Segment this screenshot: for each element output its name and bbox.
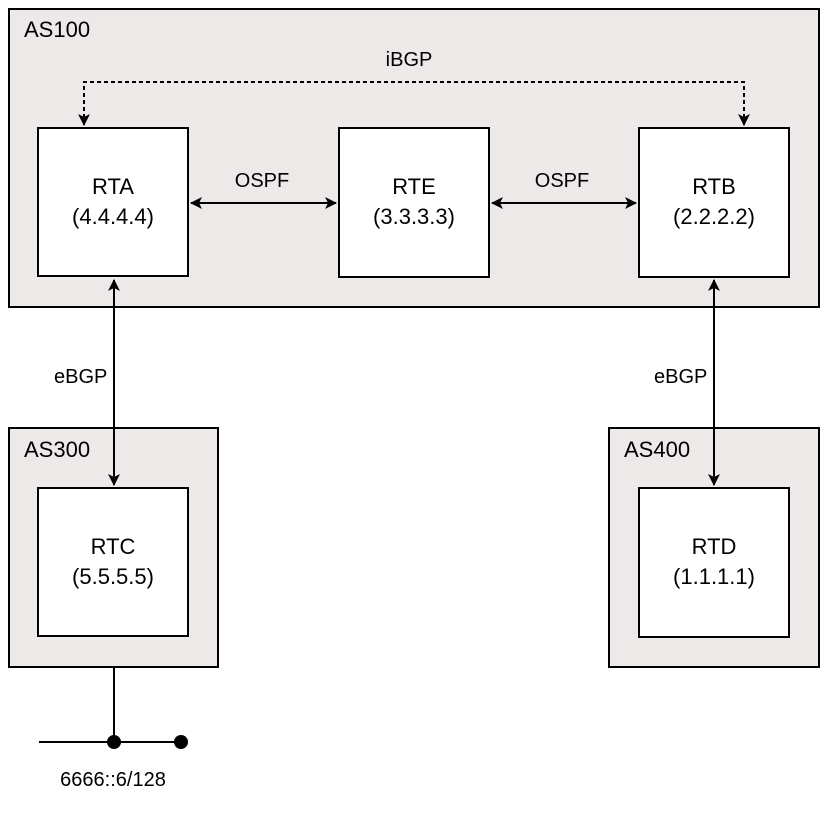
ibgp-link: iBGP	[78, 49, 750, 126]
rtb-id: (2.2.2.2)	[673, 204, 755, 229]
rtc-box[interactable]	[37, 487, 189, 637]
router-rte[interactable]: RTE (3.3.3.3)	[338, 127, 490, 278]
as400-label: AS400	[624, 437, 690, 462]
ospf-label-left: OSPF	[235, 170, 289, 192]
rtd-id: (1.1.1.1)	[673, 564, 755, 589]
router-rtb[interactable]: RTB (2.2.2.2)	[638, 127, 790, 278]
ebgp-label-left: eBGP	[54, 366, 107, 388]
rtc-id: (5.5.5.5)	[72, 564, 154, 589]
rtd-name: RTD	[692, 534, 737, 559]
network-prefix-label: 6666::6/128	[60, 769, 166, 791]
as300-label: AS300	[24, 437, 90, 462]
rta-box[interactable]	[37, 127, 189, 277]
ebgp-link-rtb-rtd: eBGP	[654, 279, 720, 486]
rta-id: (4.4.4.4)	[72, 204, 154, 229]
router-rta[interactable]: RTA (4.4.4.4)	[37, 127, 189, 277]
ebgp-label-right: eBGP	[654, 366, 707, 388]
rtd-box[interactable]	[638, 487, 790, 638]
rte-box[interactable]	[338, 127, 490, 278]
rte-name: RTE	[392, 174, 436, 199]
ibgp-label: iBGP	[386, 49, 433, 71]
ospf-link-rte-rtb: OSPF	[491, 170, 637, 209]
as100-label: AS100	[24, 17, 90, 42]
ospf-label-right: OSPF	[535, 170, 589, 192]
rtb-name: RTB	[692, 174, 736, 199]
network-segment: 6666::6/128	[39, 667, 188, 791]
network-node-dot	[107, 735, 121, 749]
rtc-name: RTC	[91, 534, 136, 559]
network-end-dot	[174, 735, 188, 749]
ospf-link-rta-rte: OSPF	[190, 170, 337, 209]
router-rtd[interactable]: RTD (1.1.1.1)	[638, 487, 790, 638]
rtb-box[interactable]	[638, 127, 790, 278]
ibgp-line	[78, 81, 750, 126]
ebgp-link-rta-rtc: eBGP	[54, 279, 120, 486]
rte-id: (3.3.3.3)	[373, 204, 455, 229]
rta-name: RTA	[92, 174, 134, 199]
router-rtc[interactable]: RTC (5.5.5.5)	[37, 487, 189, 637]
